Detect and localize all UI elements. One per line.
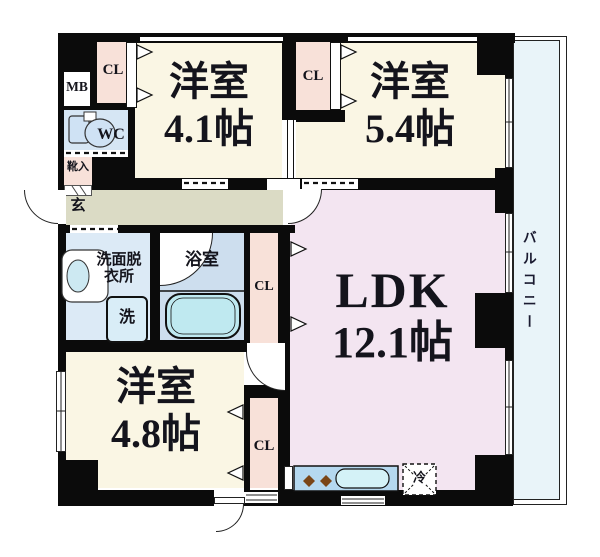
wall-block-right-mid1 — [495, 168, 513, 213]
washer-label: 洗 — [118, 309, 135, 326]
bathroom-label: 浴室 — [185, 250, 219, 269]
shoe-cabinet — [64, 155, 92, 185]
room-5-4-name: 洋室 — [370, 59, 450, 104]
wall-above-room-4-8 — [58, 340, 290, 352]
room-4-1-floor — [135, 43, 282, 178]
wall-bottom — [58, 490, 513, 506]
entrance-step — [64, 185, 92, 196]
balcony-area — [513, 40, 560, 500]
sliding-door-wc — [64, 150, 128, 157]
wall-washroom-top — [58, 225, 295, 233]
wall-cl-ldk-upper — [278, 225, 290, 352]
ldk-doorway-gap — [267, 179, 300, 190]
wall-wash-bath — [150, 225, 160, 352]
washroom-label-1: 洗面脱 — [96, 252, 142, 268]
closet-label-room41: CL — [102, 62, 124, 78]
room-4-1-size: 4.1帖 — [164, 106, 254, 151]
closet-mid — [250, 233, 278, 345]
bottom-door-arc — [216, 504, 244, 532]
wall-room48-cl — [244, 390, 250, 490]
closet-door-room54 — [330, 42, 341, 110]
closet-room54 — [296, 42, 330, 110]
ldk-size: 12.1帖 — [332, 318, 453, 367]
room-5-4-size: 5.4帖 — [365, 106, 455, 151]
door-room48-gap — [247, 343, 285, 353]
ldk-floor — [285, 188, 505, 490]
ldk-door-leaf — [283, 188, 291, 225]
wall-block-top-right — [477, 40, 507, 75]
sliding-door-room54 — [302, 179, 358, 189]
wall-between-top-rooms — [282, 33, 296, 120]
room-4-8-size: 4.8帖 — [111, 411, 201, 456]
sliding-door-washroom — [70, 225, 118, 233]
meter-box-label: MB — [66, 79, 88, 94]
window-top-room41 — [140, 37, 283, 41]
balcony-label: バルコニー — [520, 230, 536, 335]
wc-label: WC — [97, 126, 125, 143]
closet-label-room48: CL — [253, 438, 275, 454]
window-left-room48 — [56, 371, 66, 452]
refrigerator-label: 冷 — [412, 470, 426, 485]
entrance-door-arc — [24, 190, 58, 224]
window-bottom-2 — [341, 496, 385, 505]
washroom-label-2: 衣所 — [103, 269, 134, 285]
wall-bottom-left-block — [58, 460, 98, 500]
window-right-ldk-2 — [505, 360, 513, 455]
sliding-door-room41 — [182, 179, 228, 189]
entrance-door-gap — [58, 190, 66, 224]
window-right-ldk-1 — [505, 213, 513, 293]
shoe-cabinet-label: 靴入 — [67, 161, 89, 173]
bottom-door-leaf — [214, 497, 245, 504]
wall-bath-cl — [244, 225, 250, 352]
window-top-room54 — [348, 37, 477, 41]
closet-room48 — [250, 398, 278, 488]
room-4-1-name: 洋室 — [169, 59, 249, 104]
closet-door-room41 — [126, 42, 137, 108]
wall-under-cl-54 — [296, 110, 345, 122]
hallway-floor — [66, 183, 290, 233]
closet-room41 — [97, 42, 128, 103]
ldk-name: LDK — [335, 262, 450, 318]
kitchen-wall-gap — [284, 466, 293, 490]
wall-block-right-bottom — [475, 455, 513, 490]
meter-box — [64, 72, 90, 106]
wall-block-right-mid2 — [475, 293, 513, 348]
room-4-8-name: 洋室 — [116, 364, 196, 409]
entrance-label: 玄 — [70, 198, 86, 214]
window-bottom-1 — [244, 492, 278, 503]
closet-label-mid: CL — [254, 279, 274, 294]
partition-thin-rooms — [287, 120, 294, 178]
closet-label-room54: CL — [302, 68, 324, 84]
window-right-room54 — [505, 78, 513, 168]
